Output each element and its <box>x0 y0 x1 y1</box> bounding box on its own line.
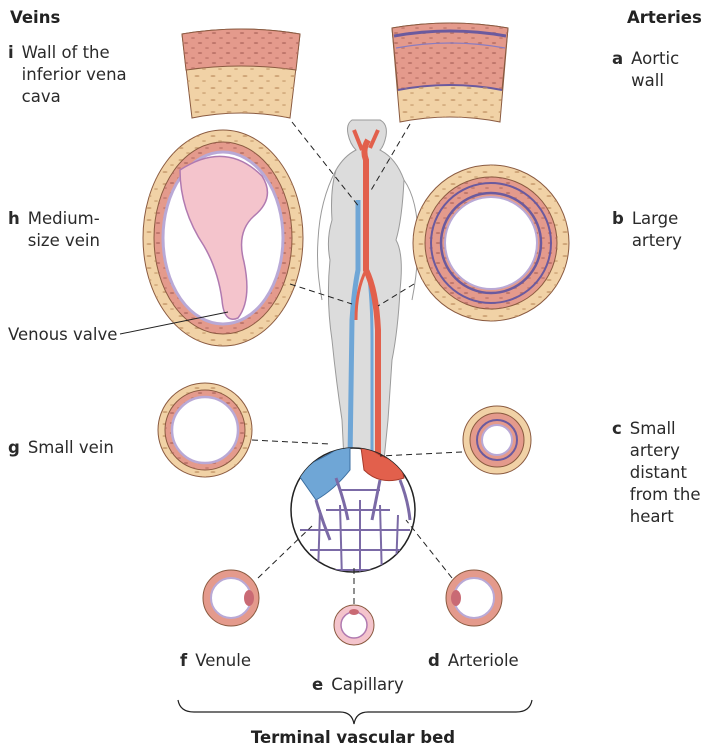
label-b-line-2: artery <box>632 230 682 252</box>
label-e-text: Capillary <box>331 674 404 696</box>
label-e: e Capillary <box>312 674 404 696</box>
medium-vein-section <box>143 130 303 346</box>
terminal-vascular-bed-caption: Terminal vascular bed <box>0 728 706 747</box>
label-f-letter: f <box>180 650 187 672</box>
label-h-line-1: Medium- <box>28 208 100 230</box>
label-c-line-5: heart <box>630 506 701 528</box>
label-c-letter: c <box>612 418 622 528</box>
label-i-line-1: Wall of the <box>22 42 127 64</box>
venule-section <box>203 570 259 626</box>
label-g-text: Small vein <box>28 437 114 459</box>
veins-header: Veins <box>10 8 60 27</box>
label-e-letter: e <box>312 674 323 696</box>
aortic-wall-section <box>392 23 508 122</box>
label-a-line-1: Aortic <box>631 48 679 70</box>
label-g-letter: g <box>8 437 20 459</box>
label-i-letter: i <box>8 42 14 108</box>
label-f: f Venule <box>180 650 251 672</box>
vena-cava-wall-section <box>182 29 300 118</box>
capillary-bed-magnifier <box>291 440 415 585</box>
label-d-letter: d <box>428 650 440 672</box>
label-g: g Small vein <box>8 437 114 459</box>
label-i: i Wall of the inferior vena cava <box>8 42 127 108</box>
label-a-letter: a <box>612 48 623 92</box>
small-vein-section <box>158 383 252 477</box>
label-venous-valve: Venous valve <box>8 324 117 346</box>
large-artery-section <box>413 165 569 321</box>
small-artery-section <box>463 406 531 474</box>
label-h: h Medium- size vein <box>8 208 100 252</box>
label-c-line-3: distant <box>630 462 701 484</box>
label-h-letter: h <box>8 208 20 252</box>
label-d: d Arteriole <box>428 650 519 672</box>
body-silhouette <box>318 120 419 460</box>
label-i-line-3: cava <box>22 86 127 108</box>
arteriole-section <box>446 570 502 626</box>
label-c-line-4: from the <box>630 484 701 506</box>
label-f-text: Venule <box>195 650 251 672</box>
label-c-line-1: Small <box>630 418 701 440</box>
label-b-letter: b <box>612 208 624 252</box>
label-a: a Aortic wall <box>612 48 679 92</box>
label-h-line-2: size vein <box>28 230 100 252</box>
label-b-line-1: Large <box>632 208 682 230</box>
label-b: b Large artery <box>612 208 682 252</box>
capillary-section <box>334 605 374 645</box>
label-a-line-2: wall <box>631 70 679 92</box>
label-i-line-2: inferior vena <box>22 64 127 86</box>
label-d-text: Arteriole <box>448 650 519 672</box>
label-c-line-2: artery <box>630 440 701 462</box>
arteries-header: Arteries <box>627 8 702 27</box>
terminal-bed-brace <box>178 700 532 724</box>
label-c: c Small artery distant from the heart <box>612 418 701 528</box>
